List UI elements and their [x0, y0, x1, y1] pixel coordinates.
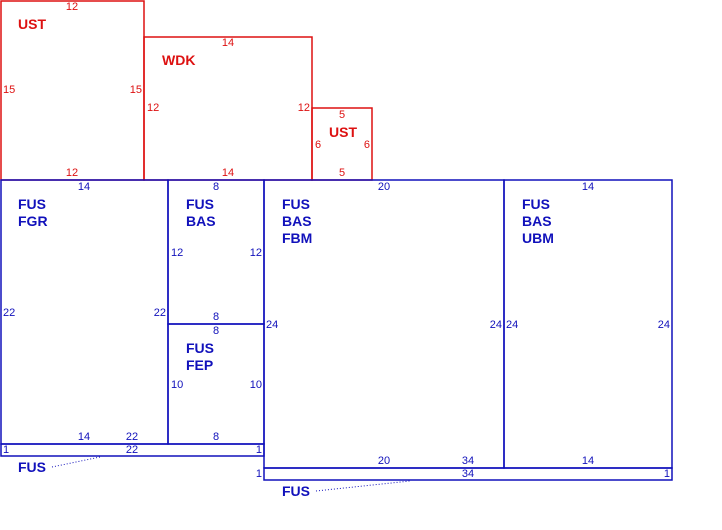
panel-label: WDK	[162, 52, 195, 68]
dim-top: 5	[339, 109, 345, 121]
dim-top: 12	[66, 1, 78, 13]
panel-label-line1: FUS	[18, 196, 46, 212]
dim-left: 1	[256, 468, 262, 480]
dim-bottom: 14	[582, 455, 594, 467]
dim-left: 15	[3, 84, 15, 96]
panel-label-line2: BAS	[282, 213, 312, 229]
panel-label-line2: BAS	[522, 213, 552, 229]
dim-right: 15	[130, 84, 142, 96]
dim-right: 10	[250, 379, 262, 391]
panel-fus-bas-fbm: FUS BAS FBM 20 24 24 20 34	[263, 179, 505, 469]
dim-top: 14	[222, 37, 234, 49]
strip-label: FUS	[282, 483, 310, 499]
panel-label-line1: FUS	[186, 340, 214, 356]
dim-top: 14	[582, 181, 594, 193]
dim-right: 1	[664, 468, 670, 480]
dim-right: 24	[658, 319, 670, 331]
panel-wdk: WDK 14 12 12 14	[143, 36, 313, 181]
dim-right: 1	[256, 444, 262, 456]
strip-fus-left: 22 1 1 FUS	[0, 443, 265, 475]
strip-fus-right: 34 1 1 FUS	[256, 467, 673, 499]
dim-left: 1	[3, 444, 9, 456]
dim-right: 12	[298, 102, 310, 114]
panel-label-line1: FUS	[282, 196, 310, 212]
dim-left: 24	[506, 319, 518, 331]
dim-left: 12	[171, 247, 183, 259]
dim-right: 12	[250, 247, 262, 259]
strip-label: FUS	[18, 459, 46, 475]
panel-label: UST	[18, 16, 46, 32]
dim-right: 6	[364, 139, 370, 151]
dim-left: 6	[315, 139, 321, 151]
dim-bottom: 14	[78, 431, 90, 443]
panel-fus-fep: FUS FEP 8 10 10 8	[167, 323, 265, 445]
dim-bottom: 14	[222, 167, 234, 179]
dim-bottom-right: 34	[462, 455, 474, 467]
panel-label-line2: BAS	[186, 213, 216, 229]
leader-line	[315, 480, 411, 492]
dim-right: 24	[490, 319, 502, 331]
dim-top: 8	[213, 325, 219, 337]
dim-left: 12	[147, 102, 159, 114]
dim-top: 20	[378, 181, 390, 193]
panel-ust-small: UST 5 6 6 5	[311, 107, 373, 181]
panel-label-line2: FGR	[18, 213, 48, 229]
dim-bottom: 8	[213, 311, 219, 323]
dim-bottom: 12	[66, 167, 78, 179]
dim-bottom-right: 22	[126, 431, 138, 443]
panel-label-line2: FEP	[186, 357, 213, 373]
panel-label-line1: FUS	[522, 196, 550, 212]
dim-left: 22	[3, 307, 15, 319]
leader-line	[51, 456, 101, 468]
panel-fus-bas-small: FUS BAS 8 12 12 8	[167, 179, 265, 325]
dim-top: 8	[213, 181, 219, 193]
dim-left: 24	[266, 319, 278, 331]
dim-bottom: 5	[339, 167, 345, 179]
dim-length: 22	[126, 444, 138, 456]
dim-top: 14	[78, 181, 90, 193]
dim-bottom: 8	[213, 431, 219, 443]
panel-label-line3: UBM	[522, 230, 554, 246]
panel-label-line1: FUS	[186, 196, 214, 212]
dim-bottom: 20	[378, 455, 390, 467]
panel-fus-fgr: FUS FGR 14 22 22 14 22	[0, 179, 169, 445]
panel-fus-bas-ubm: FUS BAS UBM 14 24 24 14	[503, 179, 673, 469]
dim-length: 34	[462, 468, 474, 480]
panel-label: UST	[329, 124, 357, 140]
dim-right: 22	[154, 307, 166, 319]
panel-label-line3: FBM	[282, 230, 312, 246]
dim-left: 10	[171, 379, 183, 391]
panel-ust-left: UST 12 15 15 12	[0, 0, 145, 181]
